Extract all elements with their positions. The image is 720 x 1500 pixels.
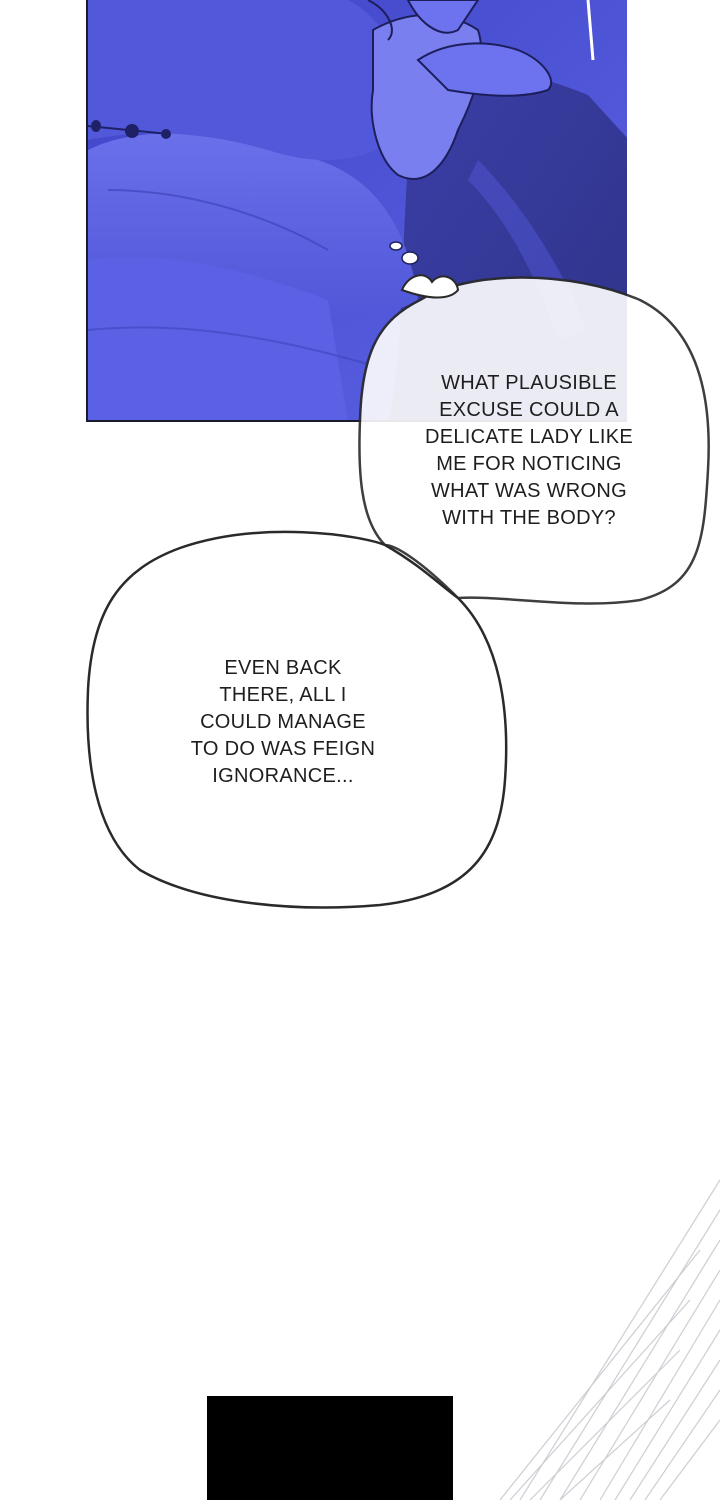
speech-bubble-1-text: WHAT PLAUSIBLE EXCUSE COULD A DELICATE L… [424, 372, 634, 529]
speech-bubble-2-text: EVEN BACK THERE, ALL I COULD MANAGE TO D… [190, 657, 376, 787]
black-panel-block [207, 1396, 453, 1500]
